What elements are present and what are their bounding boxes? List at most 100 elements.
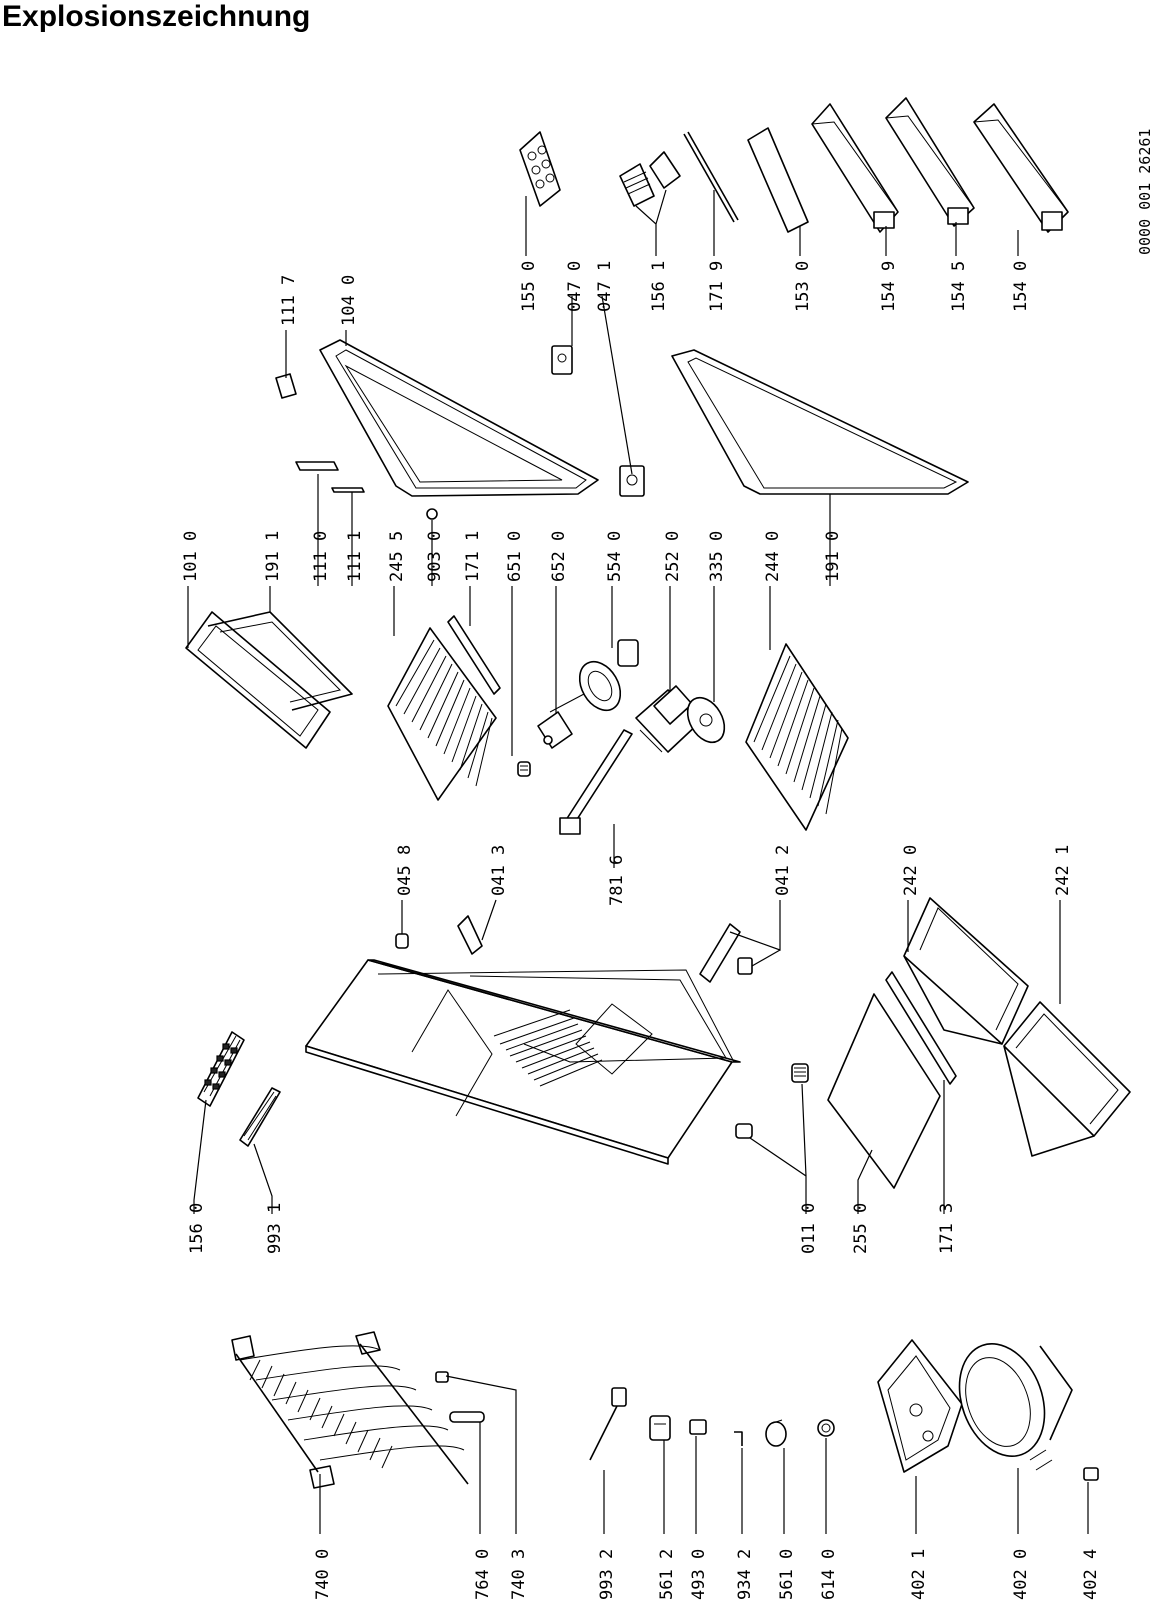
door-cover: [747, 127, 809, 233]
bolt-part: [395, 933, 409, 949]
label-903-0: 903 0: [425, 531, 445, 582]
label-402-1: 402 1: [909, 1549, 929, 1600]
grommet-part: [817, 1419, 835, 1437]
door-shelf-3: [973, 103, 1069, 233]
small-capsule: [435, 1371, 449, 1383]
document-number: 0000 001 26261: [1136, 129, 1154, 255]
label-171-1: 171 1: [463, 531, 483, 582]
small-plate: [275, 373, 297, 399]
comb-part: [239, 1087, 281, 1147]
label-402-4: 402 4: [1081, 1549, 1101, 1600]
label-047-1: 047 1: [595, 261, 615, 312]
label-561-0: 561 0: [777, 1549, 797, 1600]
light-rod: [559, 729, 633, 835]
label-255-0: 255 0: [851, 1203, 871, 1254]
wire-shelf-lower: [745, 643, 849, 831]
bracket-upper: [457, 915, 483, 955]
label-614-0: 614 0: [819, 1549, 839, 1600]
label-244-0: 244 0: [763, 531, 783, 582]
crisper-drawer-small: [903, 897, 1029, 1045]
hinge-plate-small: [295, 461, 339, 471]
label-993-2: 993 2: [597, 1549, 617, 1600]
label-652-0: 652 0: [549, 531, 569, 582]
label-245-5: 245 5: [387, 531, 407, 582]
feet-parts: [735, 1063, 809, 1139]
hinge-bracket-lower: [699, 923, 753, 983]
wire-shelf-upper: [387, 627, 497, 801]
label-740-3: 740 3: [509, 1549, 529, 1600]
lamp-cover: [578, 639, 639, 712]
label-101-0: 101 0: [181, 531, 201, 582]
filter-drier: [449, 1411, 485, 1423]
label-154-0: 154 0: [1011, 261, 1031, 312]
label-764-0: 764 0: [473, 1549, 493, 1600]
door-rod: [683, 131, 739, 223]
clip-part: [734, 1431, 743, 1446]
overload-protector: [765, 1419, 787, 1447]
label-111-0: 111 0: [311, 531, 331, 582]
control-housing: [635, 685, 701, 753]
label-242-0: 242 0: [901, 845, 921, 896]
label-493-0: 493 0: [689, 1549, 709, 1600]
label-781-6: 781 6: [607, 855, 627, 906]
label-171-9: 171 9: [707, 261, 727, 312]
condenser-coil: [231, 1331, 469, 1489]
label-335-0: 335 0: [707, 531, 727, 582]
label-740-0: 740 0: [313, 1549, 333, 1600]
label-155-0: 155 0: [519, 261, 539, 312]
label-041-3: 041 3: [489, 845, 509, 896]
door-shelf-1: [811, 103, 899, 233]
hinge-pin-lower: [619, 465, 645, 497]
label-156-1: 156 1: [649, 261, 669, 312]
label-154-5: 154 5: [949, 261, 969, 312]
upper-door-panel: [319, 339, 599, 497]
compressor-bracket: [877, 1339, 963, 1473]
thermostat-knob: [517, 761, 531, 777]
screw-part: [426, 508, 438, 520]
trim-strip-upper: [447, 615, 501, 695]
label-047-0: 047 0: [565, 261, 585, 312]
door-shelf-2: [885, 97, 975, 227]
freezer-door-frame: [185, 611, 353, 749]
label-154-9: 154 9: [879, 261, 899, 312]
leader-lines: [187, 189, 1089, 1534]
label-191-1: 191 1: [263, 531, 283, 582]
part-labels: 156 0 993 1 101 0 191 1 111 0 111 1 245 …: [181, 261, 1101, 1600]
label-171-3: 171 3: [937, 1203, 957, 1254]
compressor-fitting: [1083, 1467, 1099, 1481]
label-242-1: 242 1: [1053, 845, 1073, 896]
cabinet-body: [305, 959, 741, 1165]
label-041-2: 041 2: [773, 845, 793, 896]
label-111-1: 111 1: [345, 531, 365, 582]
label-402-0: 402 0: [1011, 1549, 1031, 1600]
round-knob: [686, 696, 726, 744]
ice-tray-upper: [197, 1031, 245, 1107]
label-011-0: 011 0: [799, 1203, 819, 1254]
label-561-2: 561 2: [657, 1549, 677, 1600]
label-153-0: 153 0: [793, 261, 813, 312]
label-104-0: 104 0: [339, 275, 359, 326]
small-box-pair: [619, 151, 681, 207]
compressor-unit: [958, 1343, 1073, 1471]
label-111-7: 111 7: [279, 275, 299, 326]
label-934-2: 934 2: [735, 1549, 755, 1600]
page-title: Explosionszeichnung: [2, 0, 311, 33]
label-156-0: 156 0: [187, 1203, 207, 1254]
crisper-drawer-large: [1003, 1001, 1131, 1157]
glass-plate: [827, 993, 941, 1189]
relay-part: [649, 1415, 671, 1441]
thermostat-part: [537, 693, 591, 749]
egg-tray: [519, 131, 561, 207]
label-252-0: 252 0: [663, 531, 683, 582]
label-993-1: 993 1: [265, 1203, 285, 1254]
strip-part: [331, 487, 365, 493]
hinge-pin-upper: [551, 345, 573, 375]
capacitor-part: [689, 1419, 707, 1435]
label-045-8: 045 8: [395, 845, 415, 896]
trim-strip-lower: [885, 971, 957, 1085]
label-554-0: 554 0: [605, 531, 625, 582]
lower-door-panel: [671, 349, 969, 495]
label-191-0: 191 0: [823, 531, 843, 582]
label-651-0: 651 0: [505, 531, 525, 582]
